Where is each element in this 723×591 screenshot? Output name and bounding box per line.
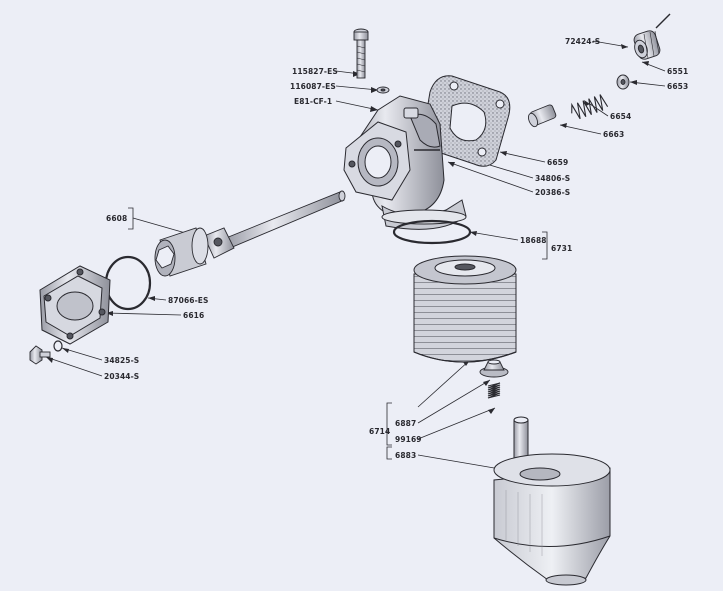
label-116087-es: 116087-ES bbox=[290, 82, 336, 91]
label-6616: 6616 bbox=[183, 311, 205, 320]
label-20344-s: 20344-S bbox=[104, 372, 140, 381]
label-20386-s: 20386-S bbox=[535, 188, 571, 197]
label-6653: 6653 bbox=[667, 82, 689, 91]
label-99169: 99169 bbox=[395, 435, 422, 444]
label-6659: 6659 bbox=[547, 158, 569, 167]
label-18688: 18688 bbox=[520, 236, 547, 245]
label-6714: 6714 bbox=[369, 427, 391, 436]
label-72424-s: 72424-S bbox=[565, 37, 601, 46]
label-6883: 6883 bbox=[395, 451, 417, 460]
label-6551: 6551 bbox=[667, 67, 689, 76]
label-e81-cf-1: E81-CF-1 bbox=[294, 97, 333, 106]
label-87066-es: 87066-ES bbox=[168, 296, 209, 305]
label-34806-s: 34806-S bbox=[535, 174, 571, 183]
label-6887: 6887 bbox=[395, 419, 417, 428]
label-6654: 6654 bbox=[610, 112, 632, 121]
label-6608: 6608 bbox=[106, 214, 128, 223]
label-6731: 6731 bbox=[551, 244, 573, 253]
label-34825-s: 34825-S bbox=[104, 356, 140, 365]
label-6663: 6663 bbox=[603, 130, 625, 139]
label-115827-es: 115827-ES bbox=[292, 67, 338, 76]
